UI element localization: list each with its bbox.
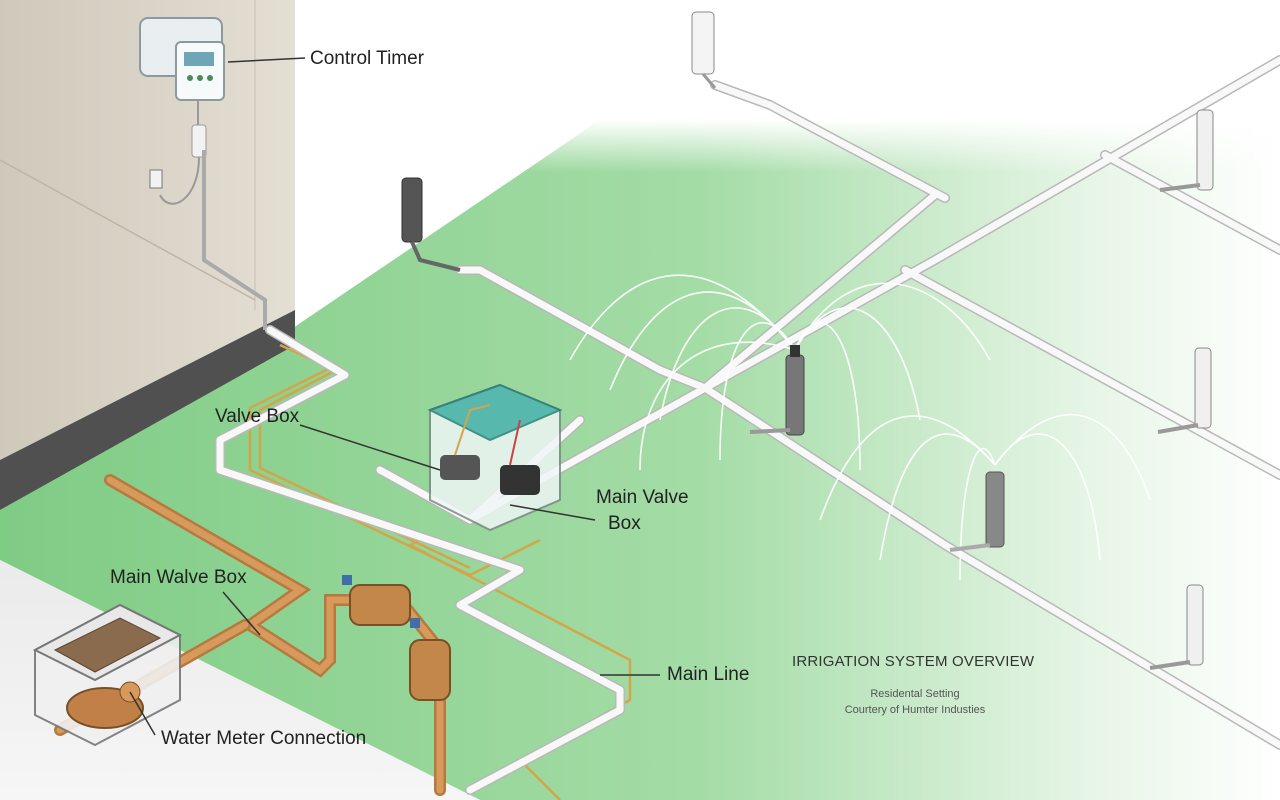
sprinkler-head [949,471,1005,552]
sprinkler-spray [569,274,1151,581]
sprinkler-head [691,11,717,89]
house-wall [0,0,295,510]
sprinkler-head [749,345,805,436]
sprinkler-head [401,177,461,272]
leader-lines [129,424,660,736]
diagram-title: IRRIGATION SYSTEM OVERVIEW [792,653,1035,670]
water-meter-box [32,603,183,747]
control-timer [139,17,306,330]
label-water-meter-connection: Water Meter Connection [161,728,367,749]
sprinkler-head [1159,109,1214,192]
valve-box [427,383,563,532]
label-valve-box: Valve Box [215,406,300,427]
backflow-preventer [342,575,451,701]
label-control-timer: Control Timer [310,48,425,69]
label-main-walve-box: Main Walve Box [110,567,247,588]
sprinkler-heads [401,11,1214,670]
caption-line-2: Courtery of Humter Industies [844,704,986,716]
label-main-line: Main Line [667,664,750,685]
label-main-valve-box-line2: Box [608,513,641,534]
caption-line-1: Residental Setting [870,688,960,700]
label-main-valve-box-line1: Main Valve [596,487,689,508]
sprinkler-head [1149,584,1204,670]
sprinkler-head [1157,347,1212,434]
